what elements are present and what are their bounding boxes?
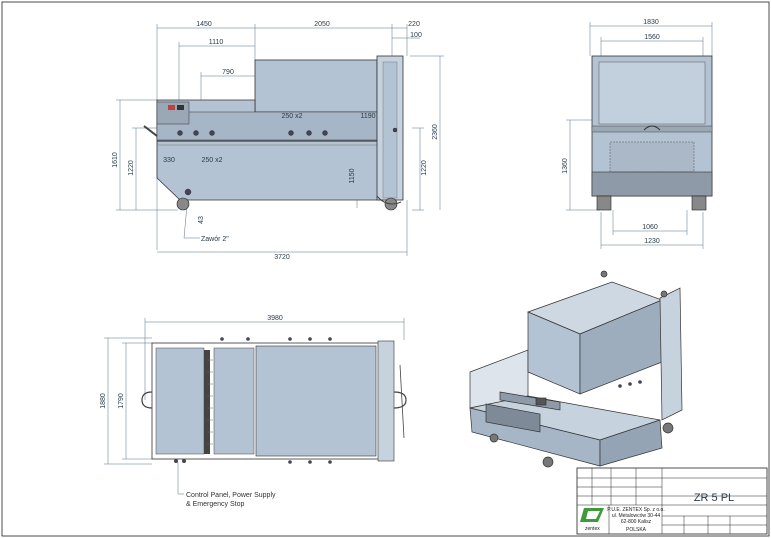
company-country: POLSKA	[626, 527, 647, 533]
dim-1060: 1060	[642, 224, 658, 231]
dim-43: 43	[198, 216, 205, 224]
dim-1150: 1150	[349, 168, 356, 183]
dim-220: 220	[408, 21, 420, 28]
valve-label: Zawór 2"	[201, 236, 229, 243]
side-view: 1450 2050 220 1110 100 790 250 x2 1190 3…	[112, 21, 444, 261]
dim-1230: 1230	[644, 238, 660, 245]
front-view: 1830 1560 1360 1060 1230	[562, 19, 713, 249]
dim-1450: 1450	[196, 21, 212, 28]
dim-1830: 1830	[643, 19, 659, 26]
logo-text: zentex	[585, 526, 600, 532]
dim-1880: 1880	[100, 393, 107, 409]
callout-line-2: & Emergency Stop	[186, 501, 244, 508]
dim-1220-left: 1220	[128, 160, 135, 176]
model-name: ZR 5 PL	[694, 492, 734, 504]
dim-1110: 1110	[209, 39, 224, 46]
company-address-1: ul. Metalowców 30-44	[612, 513, 661, 519]
dim-3980: 3980	[267, 315, 283, 322]
company-name: P.U.E. ZENTEX Sp. z o.o.	[607, 507, 664, 513]
dim-250x2-upper: 250 x2	[281, 113, 302, 120]
isometric-view	[469, 270, 683, 468]
dim-2050: 2050	[314, 21, 330, 28]
dim-1220-right: 1220	[421, 160, 428, 176]
dim-3720: 3720	[274, 254, 290, 261]
title-block: zentex P.U.E. ZENTEX Sp. z o.o. ul. Meta…	[576, 467, 768, 535]
dim-1790: 1790	[118, 393, 125, 409]
dim-100: 100	[410, 32, 422, 39]
dim-250x2-lower: 250 x2	[201, 157, 222, 164]
dim-1610: 1610	[112, 152, 119, 168]
zentex-logo: zentex	[580, 508, 604, 532]
top-view: 3980 1880 1790 Control Panel, Power Supp…	[100, 315, 407, 508]
company-address-2: 62-800 Kalisz	[621, 519, 652, 525]
dim-330: 330	[163, 157, 175, 164]
dim-790: 790	[222, 69, 234, 76]
callout-line-1: Control Panel, Power Supply	[186, 492, 276, 499]
dim-1360: 1360	[562, 158, 569, 174]
dim-2360: 2360	[432, 124, 439, 140]
dim-1560: 1560	[644, 34, 660, 41]
dim-1190: 1190	[360, 113, 375, 120]
